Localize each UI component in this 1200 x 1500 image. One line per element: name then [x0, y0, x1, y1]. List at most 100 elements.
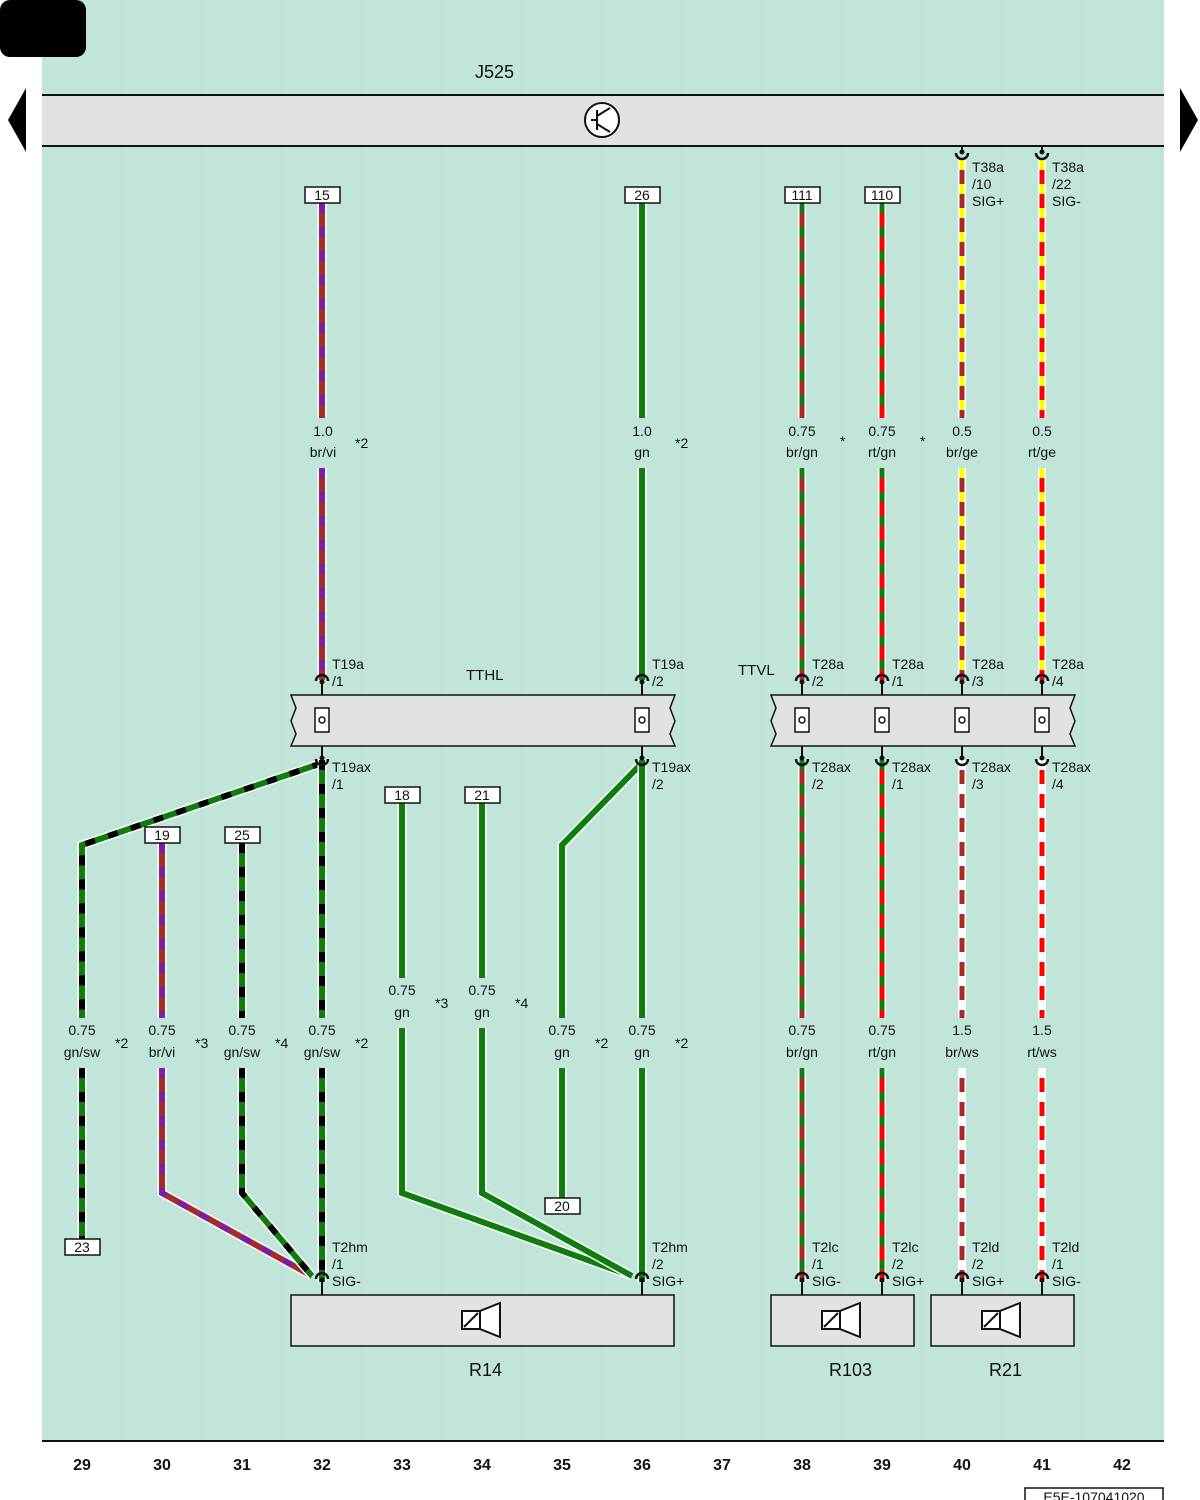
conn-pin: /3 — [972, 776, 984, 792]
plug-symbol — [954, 1271, 970, 1280]
plug-pin — [1039, 1277, 1045, 1283]
inline-terminal-pin — [958, 716, 966, 724]
wire — [477, 1028, 635, 1280]
wire-size: 1.5 — [952, 1022, 972, 1038]
wire-note: *2 — [675, 435, 688, 451]
doc-id: E5E-107041020 — [1043, 1489, 1144, 1500]
wire-size: 0.75 — [788, 1022, 815, 1038]
wire-color: gn/sw — [304, 1044, 341, 1060]
column-number: 30 — [153, 1457, 171, 1474]
plug-symbol — [874, 1271, 890, 1280]
plug-symbol — [954, 673, 970, 682]
column-number: 39 — [873, 1457, 891, 1474]
conn-pin: /10 — [972, 176, 992, 192]
column-number: 36 — [633, 1457, 651, 1474]
wire-note: *2 — [355, 1035, 368, 1051]
pin-ref: 18 — [394, 787, 410, 803]
wires-layer — [77, 160, 1046, 1282]
conn-pin: /4 — [1052, 776, 1064, 792]
plug-pin — [879, 755, 885, 761]
pin-ref: 23 — [74, 1239, 90, 1255]
speaker-icon — [981, 1301, 1021, 1339]
conn-id: T28a — [1052, 656, 1084, 672]
ttvl-label: TTVL — [738, 662, 775, 679]
wire-note: *4 — [515, 995, 528, 1011]
wire-note: *2 — [115, 1035, 128, 1051]
wire-color: br/gn — [786, 1044, 818, 1060]
column-number: 35 — [553, 1457, 571, 1474]
conn-id: T28a — [812, 656, 844, 672]
wire-note: *2 — [675, 1035, 688, 1051]
ttvl-connector[interactable] — [769, 694, 1077, 747]
wire-color: rt/gn — [868, 1044, 896, 1060]
wire-color: gn — [474, 1004, 490, 1020]
wire-color: gn — [634, 444, 650, 460]
plug-pin — [319, 679, 325, 685]
speaker-cone — [839, 1301, 861, 1339]
plug-symbol — [1034, 673, 1050, 682]
wire-size: 0.75 — [868, 423, 895, 439]
wire-size: 1.5 — [1032, 1022, 1052, 1038]
plug-symbol — [314, 1271, 330, 1280]
plug-symbol — [1034, 1271, 1050, 1280]
connector-labels: T38a /10 SIG+ T38a /22 SIG- T19a /1 T19a… — [332, 159, 1091, 1289]
conn-id: T28ax — [1052, 759, 1091, 775]
conn-pin: /2 — [812, 673, 824, 689]
plug-pin — [799, 755, 805, 761]
arrow-right-icon[interactable] — [1180, 88, 1198, 152]
speaker-icon — [461, 1301, 501, 1339]
column-number: 34 — [473, 1457, 491, 1474]
conn-pin: /2 — [652, 776, 664, 792]
wire-color: gn — [554, 1044, 570, 1060]
conn-signal: SIG- — [1052, 193, 1081, 209]
conn-pin: /1 — [1052, 1256, 1064, 1272]
column-number: 40 — [953, 1457, 971, 1474]
plug-symbol — [634, 1271, 650, 1280]
plug-pin — [959, 1277, 965, 1283]
wire-note: * — [840, 433, 846, 449]
plug-pin — [799, 679, 805, 685]
conn-id: T38a — [972, 159, 1004, 175]
wire-color: rt/ws — [1027, 1044, 1057, 1060]
conn-id: T2hm — [652, 1239, 688, 1255]
transistor-icon — [584, 102, 620, 138]
conn-id: T19a — [332, 656, 364, 672]
wire-note: *3 — [195, 1035, 208, 1051]
speaker-slash — [823, 1312, 839, 1328]
speaker-slash — [463, 1312, 479, 1328]
wire-size: 0.75 — [388, 982, 415, 998]
wire-stripe — [159, 1068, 314, 1279]
plug-pin — [879, 1277, 885, 1283]
speaker-cone — [999, 1301, 1021, 1339]
pin-refs: 15 26 111 110 19 25 18 21 23 20 — [64, 186, 901, 1256]
column-number: 31 — [233, 1457, 251, 1474]
wire-color: br/ws — [945, 1044, 978, 1060]
conn-id: T2hm — [332, 1239, 368, 1255]
wire-note: *3 — [435, 995, 448, 1011]
plug-pin — [639, 755, 645, 761]
plug-symbol — [794, 758, 810, 767]
wire-size: 0.75 — [548, 1022, 575, 1038]
conn-signal: SIG- — [332, 1273, 361, 1289]
tthl-connector[interactable] — [289, 694, 677, 747]
wire — [237, 1068, 316, 1279]
wire-size: 0.75 — [468, 982, 495, 998]
conn-id: T19ax — [652, 759, 691, 775]
arrow-left-icon[interactable] — [8, 88, 26, 152]
wire-note: *2 — [595, 1035, 608, 1051]
inline-terminal-pin — [798, 716, 806, 724]
conn-id: T28ax — [892, 759, 931, 775]
plug-pin — [639, 1277, 645, 1283]
plug-pin — [959, 679, 965, 685]
wire-size: 0.75 — [68, 1022, 95, 1038]
inline-terminal-pin — [878, 716, 886, 724]
j525-label: J525 — [475, 62, 514, 82]
conn-signal: SIG+ — [972, 1273, 1004, 1289]
wire — [557, 759, 646, 1018]
tthl-label: TTHL — [466, 667, 504, 684]
speaker-slash — [983, 1312, 999, 1328]
conn-signal: SIG+ — [652, 1273, 684, 1289]
wire-size: 0.75 — [148, 1022, 175, 1038]
wire-color: gn/sw — [224, 1044, 261, 1060]
